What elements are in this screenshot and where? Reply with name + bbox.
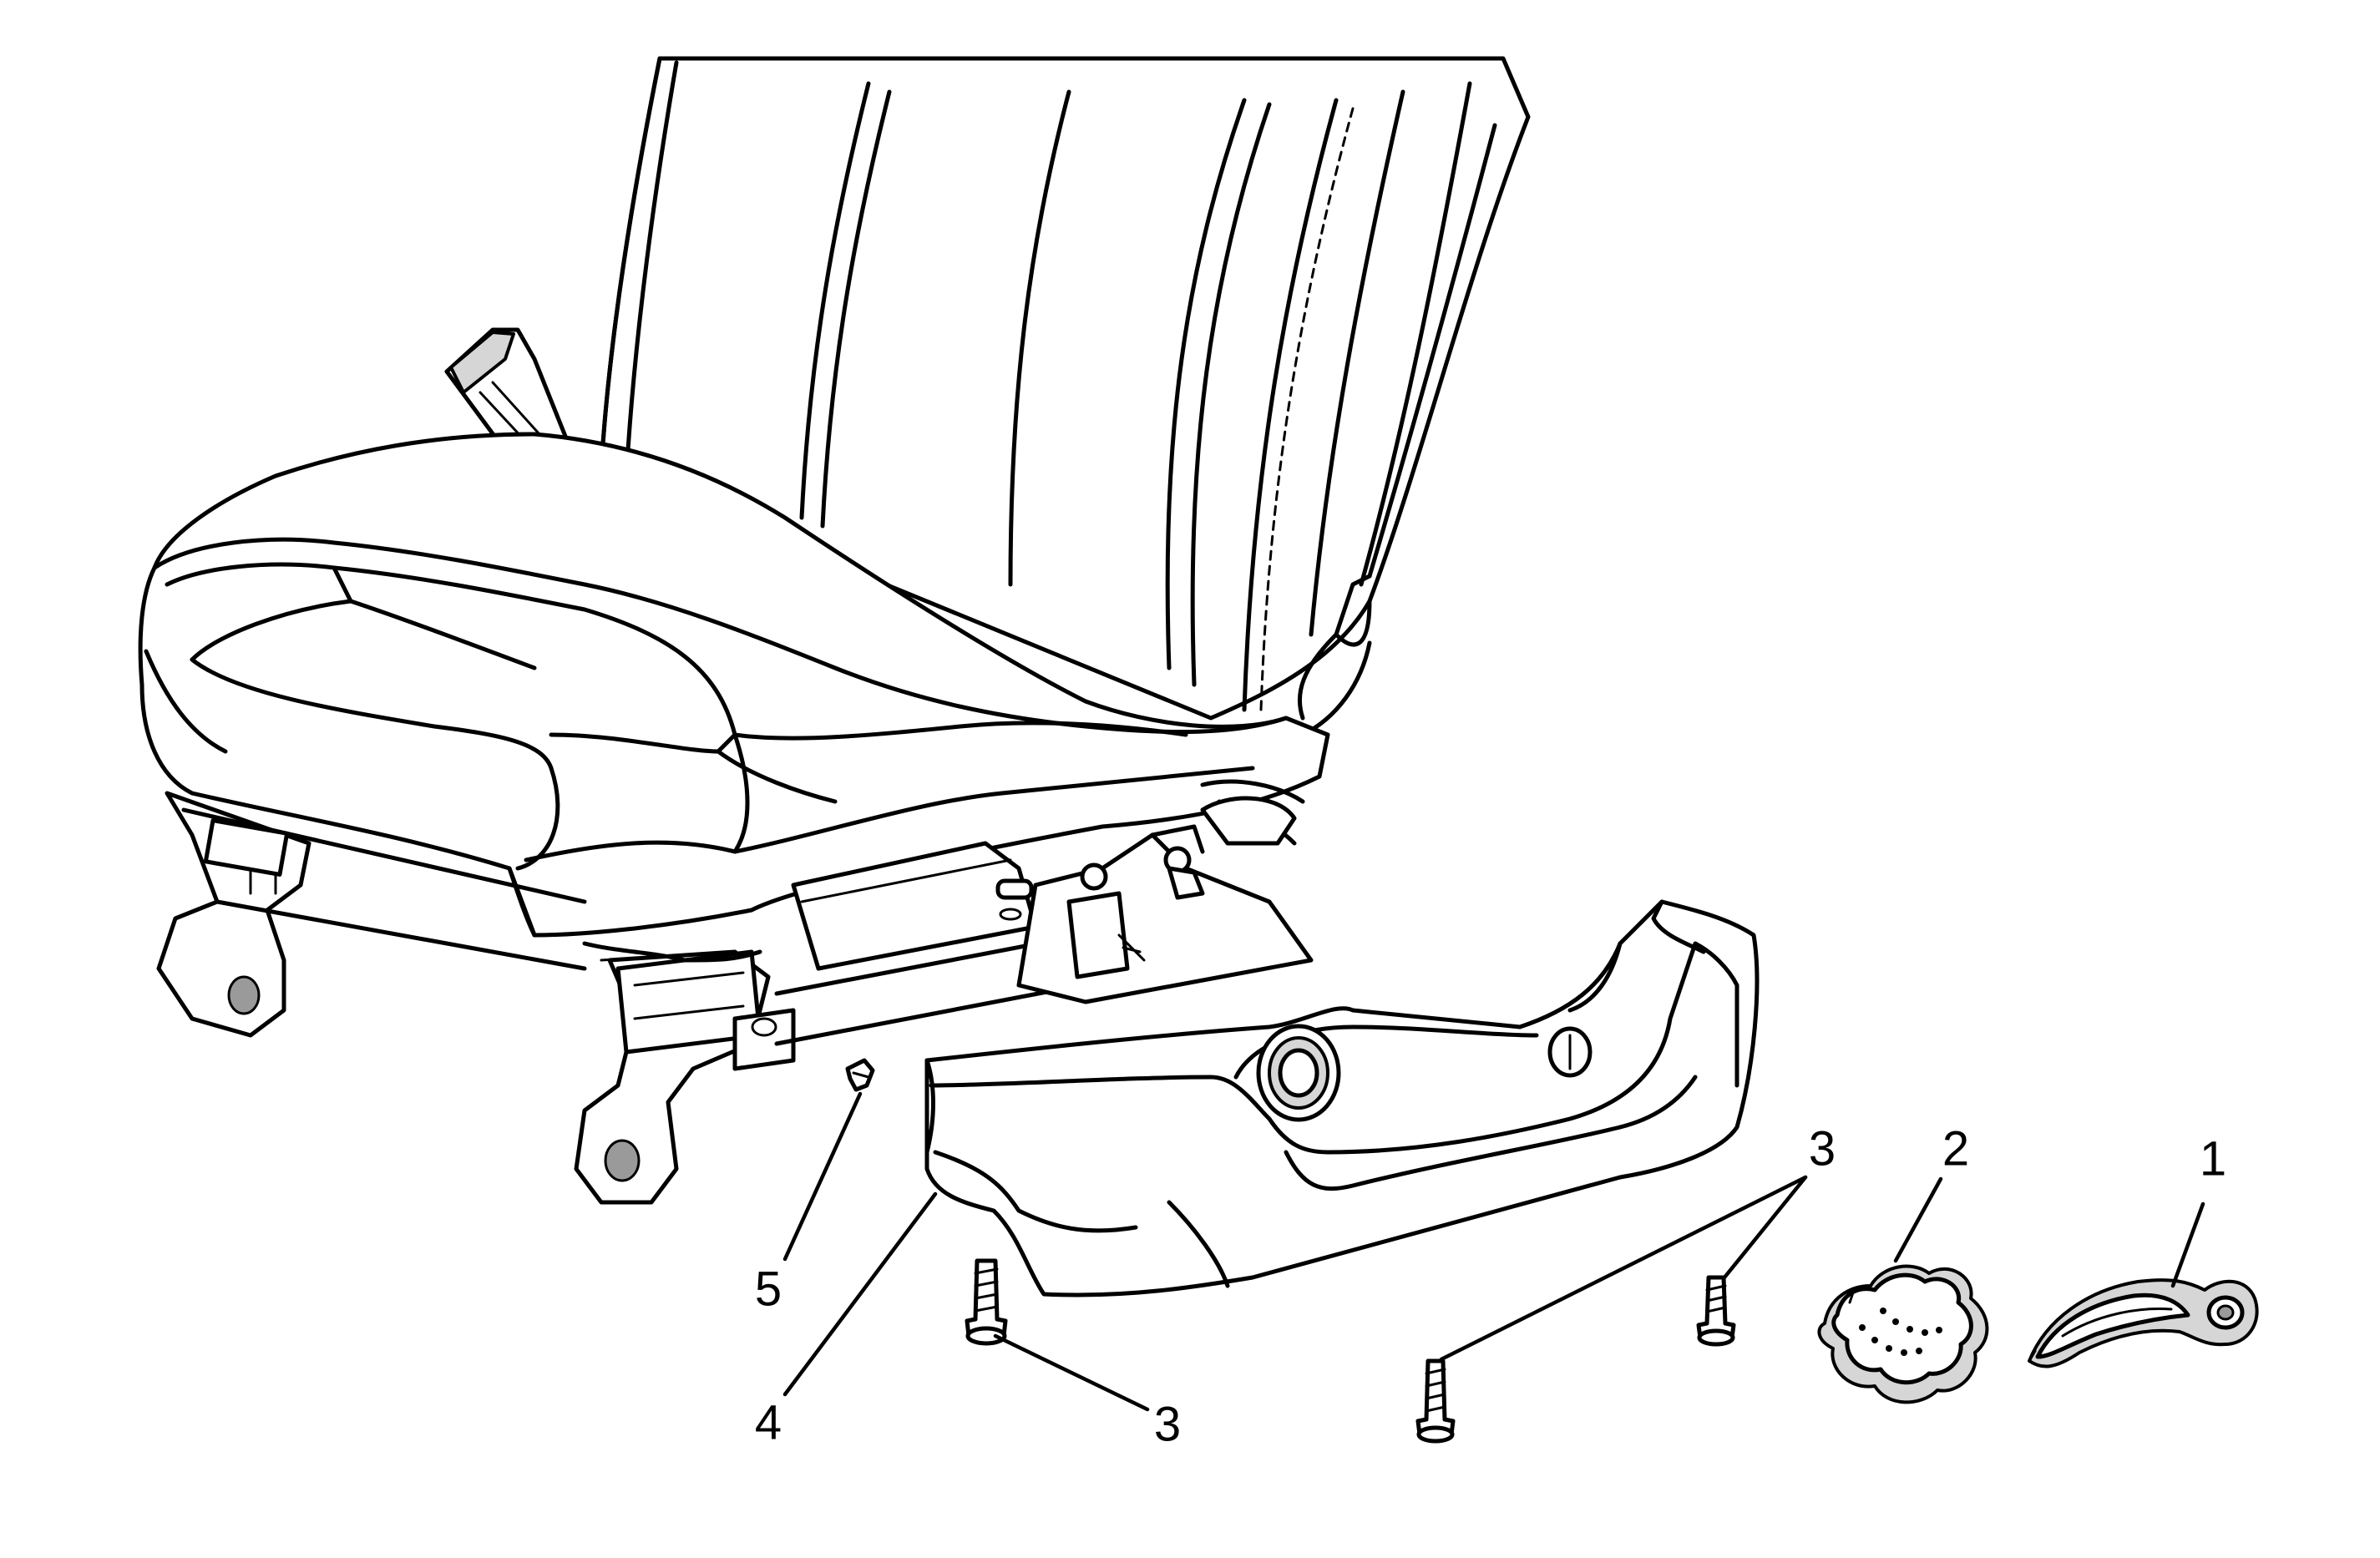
leader-3b — [993, 1333, 1150, 1412]
screw — [1696, 1275, 1736, 1347]
screw — [965, 1258, 1008, 1346]
leader-3a-2 — [1439, 1175, 1808, 1362]
leader-4 — [782, 1191, 938, 1397]
callouts: 1 2 3 3 4 5 — [755, 1121, 2226, 1451]
leader-3a-1 — [1722, 1175, 1808, 1280]
seat-cushion — [138, 432, 1330, 938]
screw — [1415, 1358, 1456, 1444]
retainer-clip — [845, 1058, 875, 1092]
leader-1 — [2170, 1201, 2205, 1288]
callout-3b: 3 — [1154, 1397, 1181, 1451]
callout-2: 2 — [1942, 1121, 1969, 1176]
leader-lines — [782, 1091, 2205, 1412]
seat-side-trim-panel — [924, 899, 1760, 1297]
leader-2 — [1893, 1176, 1943, 1263]
callout-4: 4 — [755, 1395, 782, 1449]
lumbar-knob — [1817, 1264, 1989, 1404]
recline-handle — [2028, 1278, 2259, 1368]
callout-1: 1 — [2200, 1131, 2226, 1186]
leader-5 — [782, 1091, 863, 1262]
callout-3a: 3 — [1809, 1121, 1836, 1176]
seat-assembly — [138, 56, 1531, 1205]
callout-5: 5 — [755, 1262, 782, 1316]
seat-frame — [156, 779, 1314, 1205]
